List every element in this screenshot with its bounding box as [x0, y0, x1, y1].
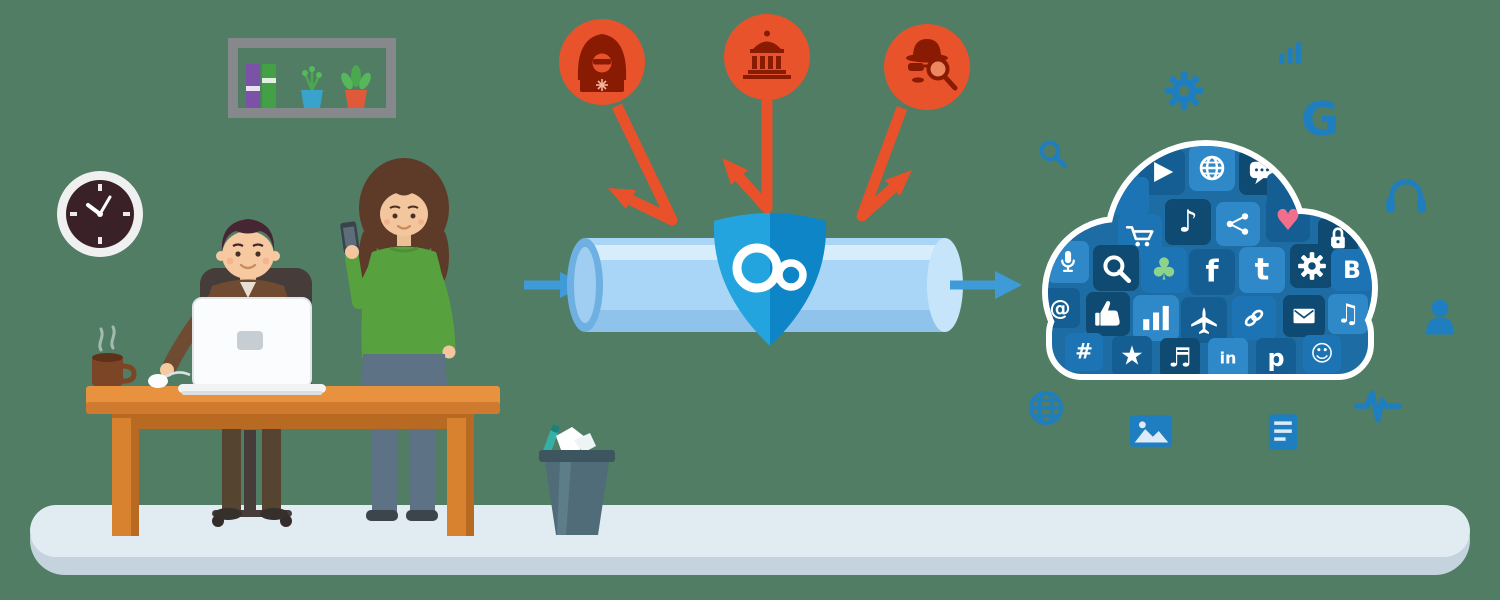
vpn-unlimited-logo: [732, 243, 807, 293]
outbound-traffic-arrow: [950, 271, 1022, 299]
steam: [98, 327, 104, 352]
marker-pen: [541, 424, 560, 459]
image-icon: [1129, 415, 1173, 447]
user-icon: [1425, 299, 1455, 335]
cloud-icon-thumbs-up: [1086, 292, 1130, 336]
man-head: [216, 219, 280, 279]
svg-text:♪: ♪: [1178, 205, 1197, 240]
headphones-icon: [1386, 179, 1426, 213]
man-face: [222, 231, 274, 279]
potted-plant: [341, 65, 371, 108]
cloud-icon-linkedin: in: [1208, 338, 1248, 374]
cloud-icon-smiley: ☺: [1303, 335, 1341, 373]
woman-arm-phone: [340, 221, 384, 309]
waste-paper: [556, 427, 585, 452]
clock-minute-hand: [98, 195, 112, 216]
svg-text:G: G: [1301, 92, 1339, 146]
internet-cloud: ♪ ♥ ♣ f t B @ ♫ # ★ ♬ in p ☺: [1042, 140, 1378, 380]
cloud-icon-clover: ♣: [1141, 247, 1187, 293]
cloud-icon-envelope: [1283, 295, 1325, 337]
workspace: [86, 158, 500, 536]
woman-face: [380, 192, 428, 236]
gear-icon: [1164, 71, 1204, 111]
steam: [110, 325, 116, 350]
hacker-icon: [577, 34, 627, 92]
svg-text:B: B: [1343, 256, 1361, 284]
book-green: [262, 64, 276, 108]
cloud-icon-twitter: t: [1239, 247, 1285, 293]
woman-sweater: [361, 246, 447, 358]
threat-hacker-badge: [559, 19, 645, 105]
svg-text:★: ★: [1120, 341, 1144, 372]
shelf-frame-bottom: [228, 108, 396, 118]
svg-text:♫: ♫: [1336, 299, 1360, 330]
computer-mouse: [148, 371, 191, 388]
cloud-icon-bar-chart: [1133, 295, 1179, 341]
woman-shoe: [406, 510, 438, 521]
smartphone: [340, 221, 360, 254]
cloud-icon-hashtag: #: [1065, 333, 1103, 371]
shelf-frame-top: [228, 38, 396, 48]
chart-icon: [1279, 42, 1301, 64]
waste-paper: [574, 433, 596, 453]
man-legs: [214, 428, 288, 520]
cloud-icon-link: [1232, 296, 1276, 340]
cloud-icon-share: [1216, 202, 1260, 246]
svg-text:♬: ♬: [1168, 343, 1192, 374]
svg-text:f: f: [1205, 255, 1219, 290]
pulse-icon: [1354, 390, 1402, 423]
woman-shoe: [366, 510, 398, 521]
capitol-icon: [743, 30, 791, 79]
threat-spy-badge: [884, 24, 970, 110]
cloud-floating-icons: G: [1029, 42, 1455, 450]
laptop-logo: [237, 331, 263, 350]
bin-rim: [539, 450, 615, 462]
svg-text:♣: ♣: [1150, 253, 1177, 288]
deflected-arrow-spy: [856, 106, 912, 222]
man-hair: [221, 219, 275, 252]
cloud-icon-facebook: f: [1189, 249, 1235, 295]
cloud-icon-airplane: [1181, 297, 1227, 343]
svg-text:☺: ☺: [1310, 341, 1334, 367]
vpn-shield: [713, 213, 827, 346]
search-icon: [1039, 140, 1067, 168]
woman-jeans: [360, 354, 448, 512]
spy-icon: [906, 39, 958, 91]
wall-clock: [57, 171, 143, 257]
cloud-icon-gear: [1290, 244, 1334, 288]
vpn-tunnel-scene: [524, 14, 1022, 346]
cloud-icon-magnifier: [1093, 245, 1139, 291]
woman-hand-phone: [345, 245, 359, 259]
cloud-icon-music-notes: ♫: [1328, 294, 1368, 334]
deflected-arrow-hacker: [608, 103, 678, 226]
svg-text:@: @: [1049, 296, 1070, 321]
woman-arm-down: [424, 257, 456, 355]
deflected-arrow-government: [722, 100, 773, 214]
cloud-icon-pinterest: p: [1256, 338, 1296, 374]
potted-plant-small: [301, 66, 323, 108]
globe-icon: [1029, 391, 1063, 425]
threat-government-badge: [724, 14, 810, 100]
cloud-icon-star: ★: [1112, 336, 1152, 374]
laptop: [178, 297, 326, 395]
cloud-icon-music-note: ♪: [1165, 199, 1211, 245]
cloud-icon-blogger-b: B: [1331, 249, 1372, 291]
svg-text:t: t: [1255, 253, 1270, 288]
coffee-mug: [92, 325, 137, 386]
woman-standing: [340, 158, 456, 521]
cloud-icon-heart: ♥: [1266, 198, 1310, 242]
cloud-icon-melody: ♬: [1160, 338, 1200, 374]
tunnel-exit: [927, 238, 963, 332]
svg-text:#: #: [1075, 340, 1093, 365]
trash-bin: [539, 424, 615, 535]
document-icon: [1268, 414, 1298, 450]
bin-body: [545, 462, 609, 535]
google-g-icon: G: [1301, 92, 1339, 146]
wall-shelf: [228, 38, 396, 118]
svg-text:p: p: [1267, 344, 1284, 372]
svg-text:in: in: [1220, 349, 1237, 368]
cloud-icon-globe: [1189, 146, 1235, 191]
laptop-base: [178, 384, 326, 393]
